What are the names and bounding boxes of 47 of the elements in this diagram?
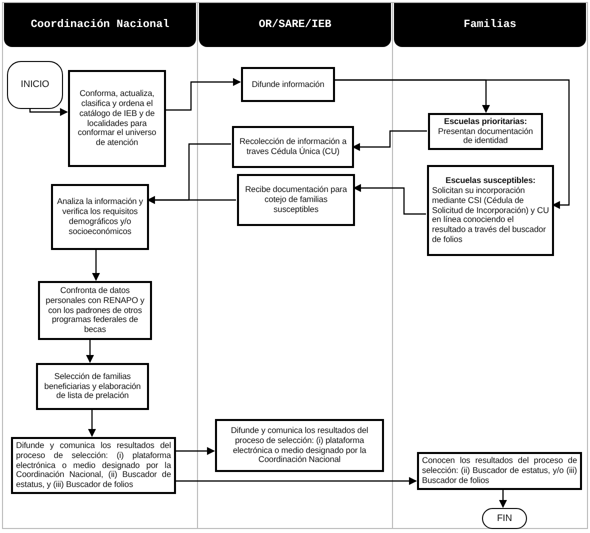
- arrow: [175, 447, 215, 455]
- swimlane: [2, 2, 198, 529]
- box-text: Difunde y comunica los resultados del proceso de selección: (i) plataforma electrónica o medio designado por la Coordinación Nacional: [230, 426, 370, 466]
- box-text: Recolección de información a traves Cédula Única (CU): [238, 137, 348, 157]
- box-text: Recibe documentación para cotejo de familias susceptibles: [244, 185, 348, 215]
- lane-header: Coordinación Nacional: [4, 3, 196, 47]
- process-box: [38, 281, 152, 340]
- box-text: Conocen los resultados del proceso de selección: (ii) Buscador de estatus, y/o (iii) Buscador de folios: [422, 456, 577, 486]
- box-text: Analiza la información y verifica los requisitos demográficos y/o socioeconómicos: [56, 197, 144, 237]
- arrow: [175, 477, 417, 485]
- process-box: [237, 174, 355, 226]
- box-text: Difunde información: [250, 80, 326, 90]
- box-text: Difunde y comunica los resultados del proceso de selección: (i) plataforma electrónica o medio designado por la Coordinación Nacional, (ii) Buscador de estatus, y (iii) Buscador de folios: [16, 440, 171, 490]
- terminator: [482, 508, 527, 529]
- terminator: [7, 61, 63, 109]
- arrow: [29, 108, 68, 116]
- process-box: [68, 70, 166, 167]
- arrow: [92, 249, 100, 281]
- arrow: [352, 130, 427, 151]
- arrow: [334, 79, 570, 209]
- box-text: Conforma, actualiza, clasifica y ordena el catálogo de IEB y de localidades para conformar el universo de atención: [76, 89, 158, 148]
- lane-header: Familias: [394, 3, 586, 47]
- arrow: [147, 196, 236, 204]
- process-box: [417, 452, 582, 490]
- arrow: [499, 489, 507, 508]
- process-box: [241, 67, 335, 102]
- arrow: [353, 184, 426, 215]
- box-heading: Escuelas susceptibles:: [444, 176, 536, 186]
- process-box: [232, 126, 354, 168]
- box-text: Solicitan su incorporación mediante CSI (Cédula de Solicitud de Incorporación) y CU en línea conociendo el resultado a través del buscador de folios: [432, 186, 549, 245]
- box-text: Selección de familias beneficiarias y elaboración de lista de prelación: [43, 372, 142, 402]
- box-text: INICIO: [20, 79, 50, 91]
- process-box: [427, 165, 554, 256]
- arrow: [86, 339, 94, 363]
- lane-header: OR/SARE/IEB: [199, 3, 391, 47]
- swimlane: [197, 2, 393, 529]
- process-box: [36, 363, 149, 410]
- box-text: FIN: [496, 512, 513, 524]
- box-text: Presentan documentación de identidad: [436, 126, 534, 146]
- process-box: [428, 113, 543, 150]
- arrow: [88, 409, 96, 437]
- swimlane: [392, 2, 588, 529]
- arrow: [165, 78, 241, 111]
- box-heading: Escuelas prioritarias:: [443, 116, 528, 127]
- process-box: [51, 184, 149, 250]
- process-box: [215, 419, 384, 472]
- box-text: Confronta de datos personales con RENAPO y con los padrones de otros programas federales de becas: [44, 286, 146, 336]
